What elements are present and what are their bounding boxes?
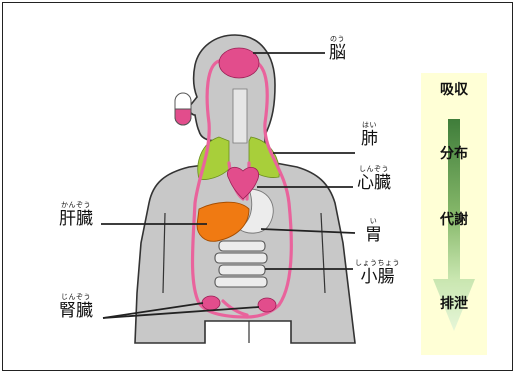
label-brain: のう 脳 bbox=[329, 35, 346, 63]
step-excretion: 排泄 bbox=[421, 293, 487, 313]
label-kidneys: じんぞう 腎臓 bbox=[59, 293, 93, 321]
label-intestine: しょうちょう 小腸 bbox=[355, 259, 400, 287]
text-heart: 心臓 bbox=[357, 173, 391, 193]
ruby-brain: のう bbox=[329, 35, 346, 43]
text-intestine: 小腸 bbox=[355, 267, 400, 287]
ruby-kidneys: じんぞう bbox=[59, 293, 93, 301]
label-liver: かんぞう 肝臓 bbox=[59, 201, 93, 229]
trachea bbox=[233, 89, 247, 143]
ruby-heart: しんぞう bbox=[357, 165, 391, 173]
step-distribution: 分布 bbox=[421, 143, 487, 163]
adme-flow-panel: 吸収 分布 代謝 排泄 bbox=[421, 73, 487, 355]
ruby-intestine: しょうちょう bbox=[355, 259, 400, 267]
text-liver: 肝臓 bbox=[59, 209, 93, 229]
step-metabolism: 代謝 bbox=[421, 209, 487, 229]
label-lungs: はい 肺 bbox=[361, 121, 378, 149]
ruby-liver: かんぞう bbox=[59, 201, 93, 209]
figure-frame: のう 脳 はい 肺 しんぞう 心臓 かんぞう 肝臓 い 胃 しょうちょう 小腸 … bbox=[2, 2, 513, 371]
capsule-icon bbox=[175, 93, 191, 125]
text-lungs: 肺 bbox=[361, 129, 378, 149]
label-stomach: い 胃 bbox=[365, 217, 382, 245]
text-kidneys: 腎臓 bbox=[59, 301, 93, 321]
kidney-left-shape bbox=[202, 296, 220, 310]
kidney-right-shape bbox=[258, 298, 276, 312]
label-heart: しんぞう 心臓 bbox=[357, 165, 391, 193]
step-absorption: 吸収 bbox=[421, 79, 487, 99]
text-brain: 脳 bbox=[329, 43, 346, 63]
ruby-stomach: い bbox=[365, 217, 382, 225]
text-stomach: 胃 bbox=[365, 225, 382, 245]
ruby-lungs: はい bbox=[361, 121, 378, 129]
